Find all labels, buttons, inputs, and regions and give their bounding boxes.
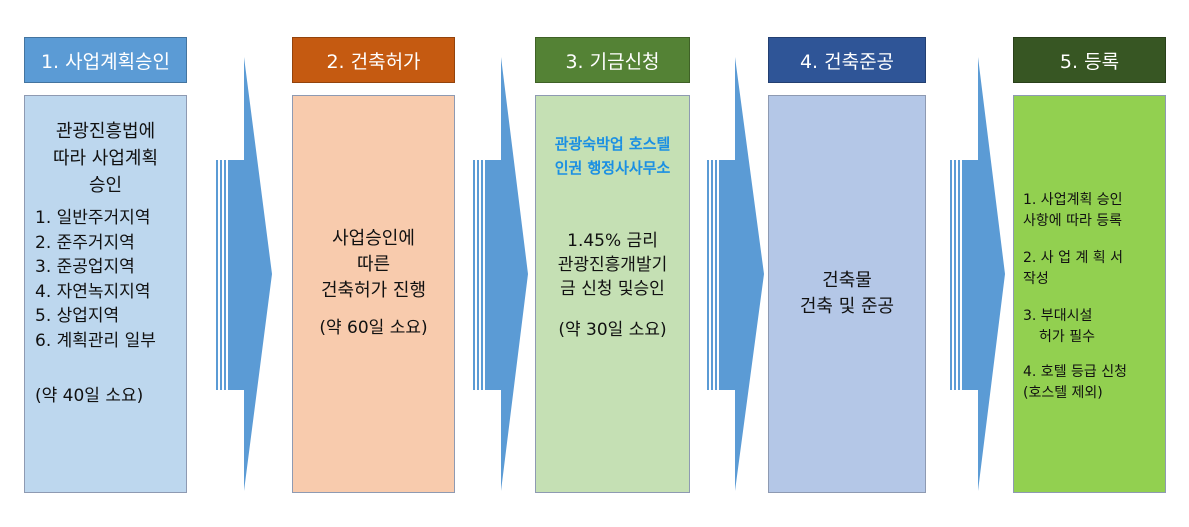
step-3-box: 관광숙박업 호스텔 인권 행정사사무소 1.45% 금리 관광진흥개발기 금 신… [535, 95, 690, 493]
step-5-header: 5. 등록 [1013, 37, 1166, 83]
arrow-shaft-line [954, 160, 956, 390]
zone-item: 3. 준공업지역 [35, 257, 135, 277]
step-5-item-line: 4. 호텔 등급 신청 [1023, 364, 1127, 380]
step-5-item-line: 1. 사업계획 승인 [1023, 192, 1123, 208]
step-3-highlight: 관광숙박업 호스텔 인권 행정사사무소 [536, 132, 689, 180]
step-2-title: 2. 건축허가 [326, 50, 421, 73]
arrow-shaft-line [216, 160, 218, 390]
arrow-head [485, 57, 528, 491]
zone-item: 6. 계획관리 일부 [35, 330, 156, 351]
step-2-box: 사업승인에 따른 건축허가 진행 (약 60일 소요) [292, 95, 455, 493]
arrow-shaft-line [707, 160, 709, 390]
arrow-head [962, 57, 1005, 491]
step-5-item-2: 2. 사 업 계 획 서 작성 [1023, 248, 1165, 290]
step-1-intro-line: 승인 [88, 175, 123, 196]
step-5-item-1: 1. 사업계획 승인 사항에 따라 등록 [1023, 190, 1165, 232]
arrow-1-to-2 [216, 57, 272, 491]
step-2-line: 사업승인에 [332, 228, 415, 249]
step-5-item-line: (호스텔 제외) [1023, 385, 1103, 401]
zone-item: 4. 자연녹지지역 [35, 281, 151, 302]
step-5-item-line: 2. 사 업 계 획 서 [1023, 250, 1124, 266]
step-5-item-4: 4. 호텔 등급 신청 (호스텔 제외) [1023, 362, 1165, 404]
arrow-shaft-line [950, 160, 952, 390]
arrow-shaft-line [715, 160, 717, 390]
step-3-highlight-line: 관광숙박업 호스텔 [554, 135, 671, 153]
step-3-line: 1.45% 금리 [567, 231, 658, 251]
arrow-shaft-line [481, 160, 483, 390]
arrow-shaft-line [958, 160, 960, 390]
arrow-shaft-line [224, 160, 226, 390]
step-3-description: 1.45% 금리 관광진흥개발기 금 신청 및승인 [536, 229, 689, 301]
step-5-title: 5. 등록 [1059, 50, 1120, 73]
arrow-shaft-line [473, 160, 475, 390]
step-3-highlight-line: 인권 행정사사무소 [554, 159, 671, 177]
step-2-header: 2. 건축허가 [292, 37, 455, 83]
step-5-item-line: 허가 필수 [1039, 329, 1095, 345]
step-4-title: 4. 건축준공 [799, 50, 895, 73]
step-1-intro-line: 따라 사업계획 [52, 148, 159, 169]
step-5-item-3: 3. 부대시설 허가 필수 [1023, 306, 1165, 348]
zone-item: 2. 준주거지역 [35, 232, 135, 253]
arrow-3-to-4 [707, 57, 764, 491]
arrow-shaft-line [711, 160, 713, 390]
step-5-item-line: 3. 부대시설 [1023, 308, 1093, 324]
arrow-4-to-5 [950, 57, 1005, 491]
step-1-title: 1. 사업계획승인 [40, 50, 171, 73]
step-4-header: 4. 건축준공 [768, 37, 926, 83]
step-1-zone-list: 1. 일반주거지역 2. 준주거지역 3. 준공업지역 4. 자연녹지지역 5.… [35, 206, 186, 353]
arrow-head [228, 57, 272, 491]
step-2-duration: (약 60일 소요) [319, 318, 428, 338]
step-1-intro-line: 관광진흥법에 [55, 121, 156, 142]
step-4-line: 건축 및 준공 [799, 296, 895, 317]
step-3-line: 금 신청 및승인 [560, 279, 665, 299]
arrow-shaft-line [477, 160, 479, 390]
zone-item: 5. 상업지역 [35, 306, 120, 326]
step-4-description: 건축물 건축 및 준공 [769, 268, 925, 320]
step-2-line: 따른 [356, 254, 391, 275]
step-4-box: 건축물 건축 및 준공 [768, 95, 926, 493]
step-1-box: 관광진흥법에 따라 사업계획 승인 1. 일반주거지역 2. 준주거지역 3. … [24, 95, 187, 493]
zone-item: 1. 일반주거지역 [35, 208, 151, 228]
step-3-header: 3. 기금신청 [535, 37, 690, 83]
step-4-line: 건축물 [822, 270, 872, 291]
arrow-head [719, 57, 764, 491]
arrow-shaft-line [220, 160, 222, 390]
step-2-line: 건축허가 진행 [320, 280, 427, 301]
arrow-2-to-3 [473, 57, 528, 491]
step-1-duration: (약 40일 소요) [35, 386, 144, 406]
step-3-line: 관광진흥개발기 [557, 255, 668, 275]
step-5-item-line: 작성 [1023, 271, 1049, 287]
step-1-header: 1. 사업계획승인 [24, 37, 187, 83]
step-5-box: 1. 사업계획 승인 사항에 따라 등록 2. 사 업 계 획 서 작성 3. … [1013, 95, 1166, 493]
step-5-item-line: 사항에 따라 등록 [1023, 213, 1123, 229]
step-3-title: 3. 기금신청 [565, 50, 660, 73]
step-1-intro: 관광진흥법에 따라 사업계획 승인 [25, 118, 186, 199]
step-2-description: 사업승인에 따른 건축허가 진행 [293, 226, 454, 304]
step-3-duration: (약 30일 소요) [558, 320, 667, 340]
